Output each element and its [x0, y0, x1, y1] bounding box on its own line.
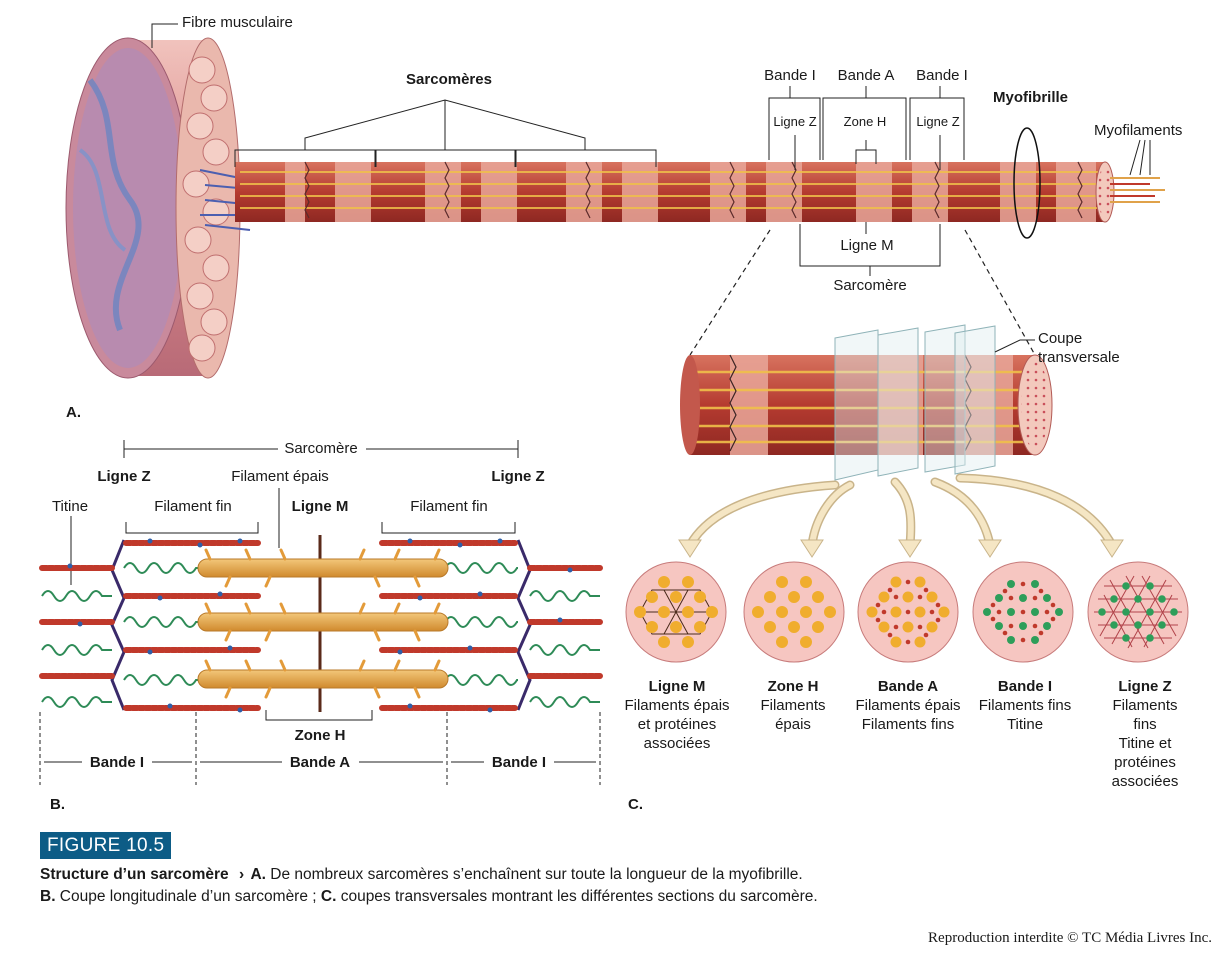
- label-ligne-z-left: Ligne Z: [97, 468, 151, 485]
- panel-a-leaders: [151, 23, 1151, 276]
- section-bande-a: Bande A Filaments épais Filaments fins: [855, 677, 960, 734]
- label-filament-epais: Filament épais: [231, 468, 329, 485]
- label-zone-h-b: Zone H: [294, 727, 346, 744]
- label-bande-i-2: Bande I: [916, 67, 968, 84]
- section-bande-i: Bande I Filaments fins Titine: [979, 677, 1072, 734]
- section-line: Filaments fins: [978, 697, 1072, 714]
- label-zone-h-a: Zone H: [843, 114, 887, 129]
- caption-line-1: Structure d’un sarcomère › A. De nombreu…: [40, 864, 1190, 886]
- caption-c-letter: C.: [320, 888, 337, 905]
- caption-a-text: De nombreux sarcomères s’enchaînent sur …: [265, 866, 803, 883]
- section-line: Filaments épais: [624, 697, 730, 714]
- figure-badge: FIGURE 10.5: [40, 832, 172, 859]
- label-myofilaments: Myofilaments: [1094, 122, 1183, 139]
- label-ligne-z-1: Ligne Z: [773, 114, 817, 129]
- section-line: épais: [775, 716, 811, 733]
- figure-caption: Structure d’un sarcomère › A. De nombreu…: [40, 864, 1190, 908]
- label-transversale: transversale: [1038, 349, 1120, 366]
- label-myofibrille: Myofibrille: [993, 89, 1069, 106]
- label-bande-a-b: Bande A: [289, 754, 351, 771]
- label-bande-a: Bande A: [837, 67, 895, 84]
- label-fibre-musculaire: Fibre musculaire: [182, 14, 293, 31]
- section-title: Bande I: [997, 678, 1053, 695]
- section-title: Ligne Z: [1118, 678, 1172, 695]
- cross-section-ligne-m: [625, 561, 727, 663]
- section-line: Filaments fins: [1112, 697, 1178, 733]
- label-ligne-m-b: Ligne M: [291, 498, 349, 515]
- section-line: Filaments: [760, 697, 826, 714]
- cross-section-bande-i: [972, 561, 1074, 663]
- caption-c-text: coupes transversales montrant les différ…: [336, 888, 818, 905]
- cross-section-zone-h: [743, 561, 845, 663]
- section-ligne-m: Ligne M Filaments épais et protéines ass…: [624, 677, 729, 753]
- label-bande-i-right: Bande I: [491, 754, 547, 771]
- panel-b-letter: B.: [50, 796, 65, 813]
- label-coupe: Coupe: [1038, 330, 1083, 347]
- section-line: protéines: [1114, 754, 1176, 771]
- section-title: Zone H: [767, 678, 819, 695]
- label-bande-i-1: Bande I: [764, 67, 816, 84]
- label-filament-fin-right: Filament fin: [410, 498, 488, 515]
- label-sarcomere-a: Sarcomère: [833, 277, 907, 294]
- section-line: Titine: [1006, 716, 1044, 733]
- section-line: et protéines: [637, 716, 717, 733]
- label-ligne-m-a: Ligne M: [840, 237, 894, 254]
- section-ligne-z: Ligne Z Filaments fins Titine et protéin…: [1103, 677, 1187, 791]
- section-title: Bande A: [877, 678, 939, 695]
- label-ligne-z-2: Ligne Z: [916, 114, 960, 129]
- caption-b-letter: B.: [40, 888, 56, 905]
- sarcomere-longitudinal: [39, 535, 603, 713]
- muscle-fiber-cylinder: [65, 37, 262, 379]
- label-ligne-z-right: Ligne Z: [491, 468, 545, 485]
- myofibril-segment-cross-section: [680, 324, 1053, 481]
- copyright-notice: Reproduction interdite © TC Média Livres…: [928, 930, 1212, 946]
- caption-b-text: Coupe longitudinale d’un sarcomère ;: [55, 888, 321, 905]
- section-line: Filaments épais: [855, 697, 961, 714]
- label-titine: Titine: [51, 498, 89, 515]
- cross-section-ligne-z: [1087, 561, 1189, 663]
- panel-c-letter: C.: [628, 796, 643, 813]
- label-sarcomeres: Sarcomères: [406, 71, 492, 88]
- caption-arrow: ›: [238, 866, 245, 883]
- panel-b-leaders: [70, 440, 519, 721]
- panel-a-letter: A.: [66, 404, 81, 421]
- section-line: Titine et: [1118, 735, 1172, 752]
- cross-section-bande-a: [857, 561, 959, 663]
- caption-line-2: B. Coupe longitudinale d’un sarcomère ; …: [40, 886, 1190, 908]
- label-filament-fin-left: Filament fin: [154, 498, 232, 515]
- caption-a-letter: A.: [250, 866, 266, 883]
- section-title: Ligne M: [648, 678, 706, 695]
- label-bande-i-left: Bande I: [89, 754, 145, 771]
- section-line: Filaments fins: [861, 716, 955, 733]
- section-line: associées: [643, 735, 711, 752]
- section-zone-h: Zone H Filaments épais: [760, 677, 825, 734]
- myofibril-tube: [235, 127, 1165, 239]
- label-sarcomere-b: Sarcomère: [284, 440, 358, 457]
- section-line: associées: [1111, 773, 1179, 790]
- caption-title: Structure d’un sarcomère: [40, 866, 229, 883]
